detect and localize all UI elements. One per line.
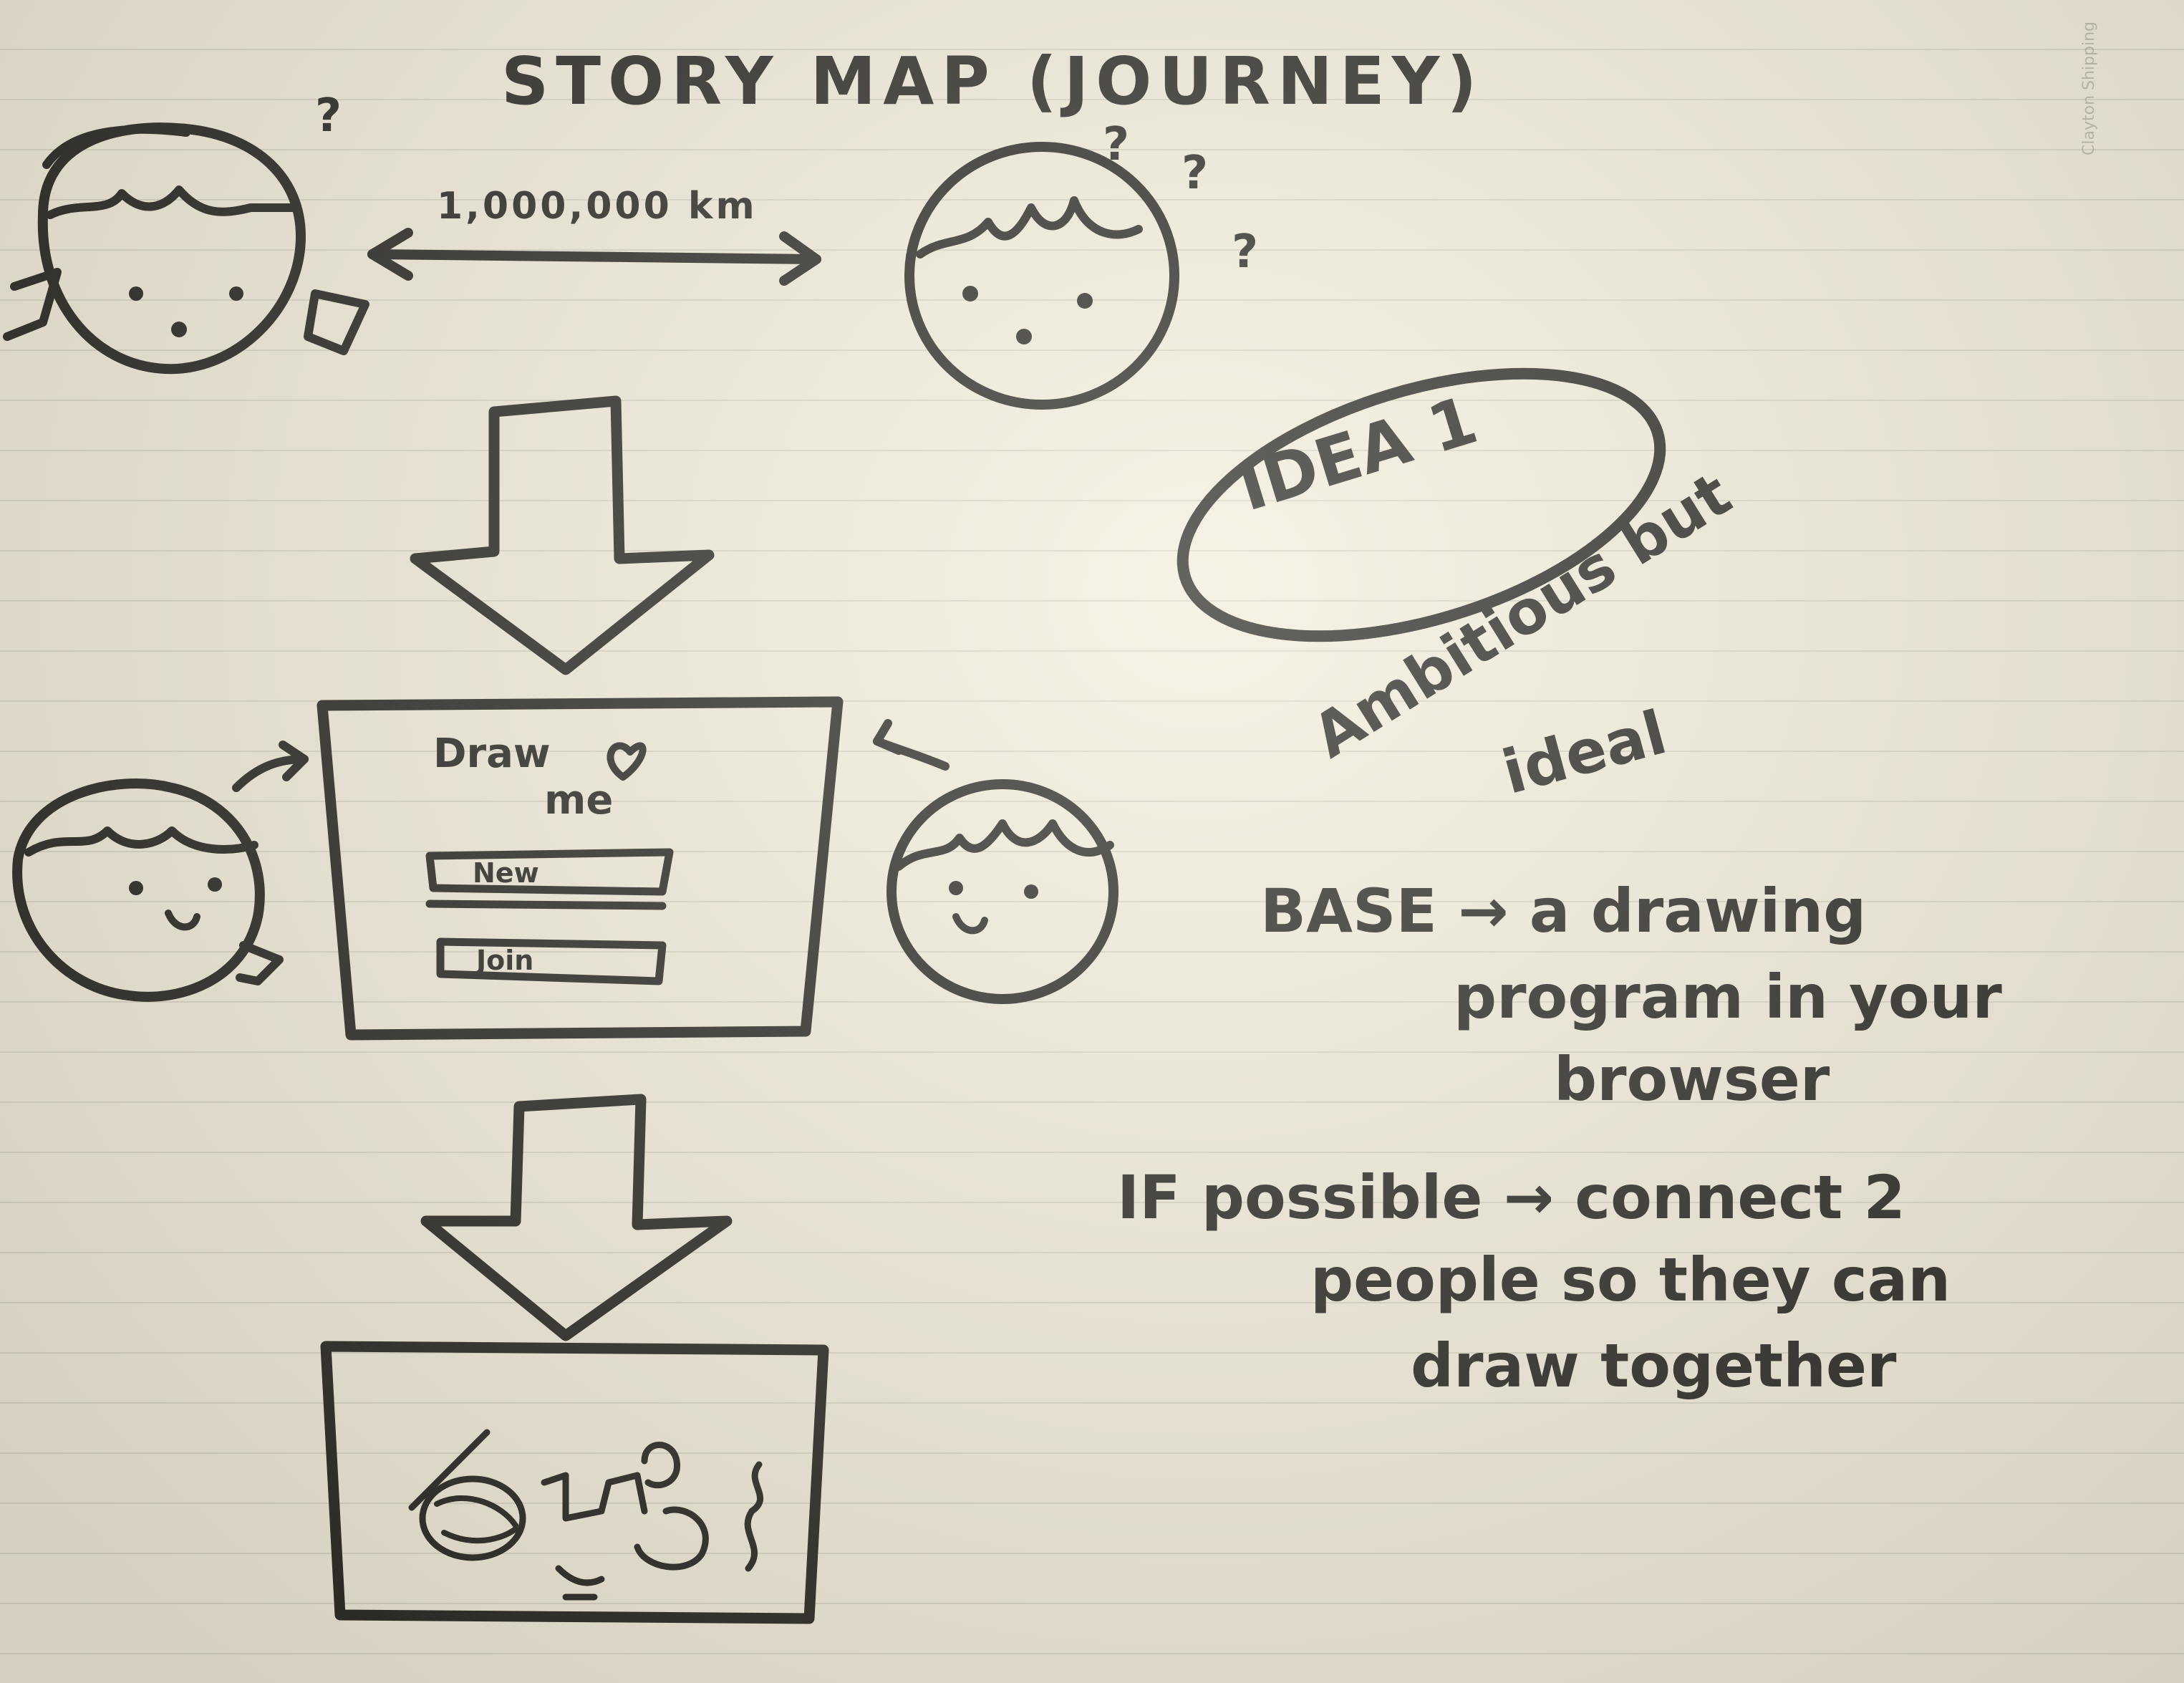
person-left-top <box>3 122 369 375</box>
possible-line1: IF possible → connect 2 <box>1117 1162 1905 1233</box>
question-mark-4: ? <box>1232 226 1259 279</box>
base-line1: BASE → a drawing <box>1260 876 1867 946</box>
question-mark-3: ? <box>1182 147 1209 200</box>
distance-label: 1,000,000 km <box>437 185 758 228</box>
question-mark-1: ? <box>315 90 342 143</box>
base-line3: browser <box>1554 1044 1830 1114</box>
person-left-middle <box>12 741 309 1002</box>
drawing-canvas-frame <box>320 1341 829 1624</box>
possible-line2: people so they can <box>1310 1245 1951 1315</box>
app-title-line2: me <box>544 777 614 824</box>
down-arrow-1 <box>410 395 715 675</box>
join-button-label: Join <box>476 945 534 976</box>
person-right-top <box>904 142 1179 410</box>
paper-brand-watermark: Clayton Shipping <box>2080 21 2098 155</box>
person-right-middle <box>873 719 1118 1004</box>
question-mark-2: ? <box>1103 118 1130 171</box>
app-screen-frame <box>317 696 844 1041</box>
possible-line3: draw together <box>1411 1331 1897 1401</box>
page-title: STORY MAP (JOURNEY) <box>501 43 1484 120</box>
distance-arrow <box>367 228 821 286</box>
base-line2: program in your <box>1454 962 2002 1032</box>
down-arrow-2 <box>420 1094 733 1341</box>
new-button-label: New <box>473 857 539 889</box>
idea-badge-oval <box>1176 367 1666 642</box>
app-title-line1: Draw <box>433 730 551 777</box>
